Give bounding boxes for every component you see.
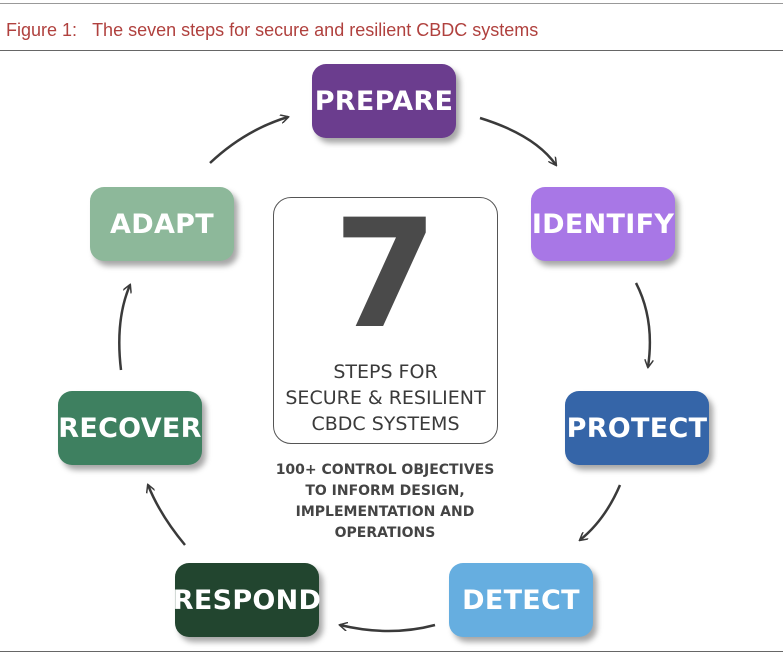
figure-caption: Figure 1: The seven steps for secure and… <box>0 0 783 52</box>
caption-label: Figure 1: <box>6 20 78 40</box>
step-respond-label: RESPOND <box>172 584 322 616</box>
step-identify-label: IDENTIFY <box>531 208 675 240</box>
step-detect: DETECT <box>449 563 593 637</box>
arrow-detect-to-respond <box>340 625 436 633</box>
step-count-number: 7 <box>333 188 438 362</box>
step-prepare-label: PREPARE <box>314 85 454 117</box>
center-panel: 7 STEPS FOR SECURE & RESILIENT CBDC SYST… <box>273 197 498 444</box>
center-text-line-3: CBDC SYSTEMS <box>311 413 460 435</box>
step-prepare: PREPARE <box>312 64 456 138</box>
note-line-1: 100+ CONTROL OBJECTIVES <box>275 462 495 478</box>
step-identify: IDENTIFY <box>531 187 675 261</box>
bottom-divider <box>0 651 783 652</box>
step-recover-label: RECOVER <box>58 412 202 444</box>
step-recover: RECOVER <box>58 391 202 465</box>
note-line-3: IMPLEMENTATION AND <box>295 504 475 520</box>
arrow-prepare-to-identify <box>479 116 556 165</box>
step-respond: RESPOND <box>172 563 322 637</box>
arrow-recover-to-adapt <box>118 285 130 371</box>
note-line-4: OPERATIONS <box>334 525 436 541</box>
arrow-adapt-to-prepare <box>209 117 288 164</box>
caption-title: The seven steps for secure and resilient… <box>92 20 539 40</box>
center-text-line-2: SECURE & RESILIENT <box>285 387 486 409</box>
center-text-line-1: STEPS FOR <box>333 361 438 383</box>
step-detect-label: DETECT <box>462 584 580 616</box>
caption-divider <box>0 50 783 51</box>
arrow-protect-to-detect <box>580 484 622 540</box>
step-protect: PROTECT <box>565 391 709 465</box>
arrow-identify-to-protect <box>634 282 650 367</box>
arrow-respond-to-recover <box>148 485 186 546</box>
note-line-2: TO INFORM DESIGN, <box>305 483 465 499</box>
step-adapt: ADAPT <box>90 187 234 261</box>
caption-text: Figure 1: The seven steps for secure and… <box>6 20 538 41</box>
step-protect-label: PROTECT <box>566 412 708 444</box>
top-border <box>0 3 783 4</box>
step-adapt-label: ADAPT <box>110 208 214 240</box>
